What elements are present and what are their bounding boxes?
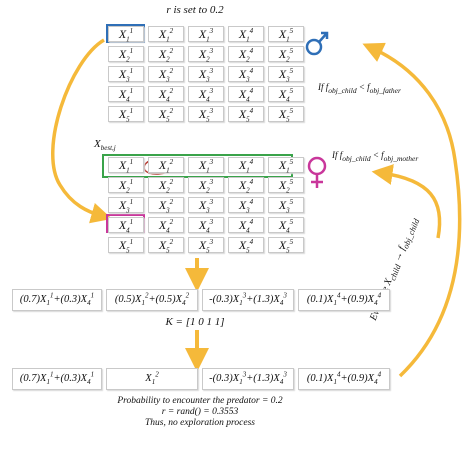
mother-matrix-cell: X53 <box>188 237 224 254</box>
father-matrix-cell: X45 <box>268 86 304 103</box>
father-matrix-cell: X55 <box>268 106 304 123</box>
k-label: K = [1 0 1 1] <box>165 316 225 328</box>
offspring-cell: (0.1)X14+(0.9)X44 <box>298 368 390 390</box>
x-best-label: Xbest,j <box>94 138 116 153</box>
mother-matrix-cell: X25 <box>268 177 304 194</box>
father-matrix-cell: X32 <box>148 66 184 83</box>
father-matrix-cell: X31 <box>108 66 144 83</box>
probability-text: Probability to encounter the predator = … <box>117 396 283 406</box>
crossover-cell: -(0.3)X13+(1.3)X43 <box>202 289 294 311</box>
offspring-cell: X12 <box>106 368 198 390</box>
father-matrix-cell: X21 <box>108 46 144 63</box>
father-matrix-cell: X24 <box>228 46 264 63</box>
father-matrix-cell: X53 <box>188 106 224 123</box>
father-to-mother-arrow <box>51 38 113 224</box>
father-matrix-cell: X12 <box>148 26 184 43</box>
top-label: r is set to 0.2 <box>166 4 224 16</box>
mother-matrix-cell: X34 <box>228 197 264 214</box>
offspring-cell: (0.7)X11+(0.3)X41 <box>12 368 102 390</box>
father-matrix-cell: X52 <box>148 106 184 123</box>
crossover-cell: (0.1)X14+(0.9)X44 <box>298 289 390 311</box>
mother-matrix-cell: X33 <box>188 197 224 214</box>
father-matrix-cell: X11 <box>108 26 144 43</box>
mother-matrix-cell: X45 <box>268 217 304 234</box>
mother-matrix-cell: X24 <box>228 177 264 194</box>
crossover-cell: (0.5)X12+(0.5)X42 <box>106 289 198 311</box>
father-matrix-cell: X33 <box>188 66 224 83</box>
mother-matrix-cell: X31 <box>108 197 144 214</box>
father-matrix-cell: X13 <box>188 26 224 43</box>
feedback-arrow-female <box>371 164 442 239</box>
mother-matrix-cell: X13 <box>188 157 224 174</box>
rand-text: r = rand() = 0.3553 <box>161 407 239 417</box>
father-condition: If fobj_child < fobj_father <box>318 82 401 95</box>
father-matrix-cell: X54 <box>228 106 264 123</box>
father-selected-highlight <box>106 24 145 43</box>
crossover-cell: (0.7)X11+(0.3)X41 <box>12 289 102 311</box>
mother-matrix-cell: X42 <box>148 217 184 234</box>
father-matrix-cell: X41 <box>108 86 144 103</box>
mother-matrix-cell: X15 <box>268 157 304 174</box>
mother-matrix-cell: X12 <box>148 157 184 174</box>
mother-matrix-cell: X41 <box>108 217 144 234</box>
mother-matrix-cell: X51 <box>108 237 144 254</box>
father-matrix-cell: X34 <box>228 66 264 83</box>
mother-matrix-cell: X43 <box>188 217 224 234</box>
father-matrix-cell: X43 <box>188 86 224 103</box>
mother-matrix-cell: X11 <box>108 157 144 174</box>
mother-matrix-cell: X52 <box>148 237 184 254</box>
mother-condition: If fobj_child < fobj_mother <box>332 150 419 163</box>
feedback-arrow-male <box>362 42 462 378</box>
mother-matrix-cell: X44 <box>228 217 264 234</box>
mother-matrix-cell: X32 <box>148 197 184 214</box>
female-symbol-icon <box>307 156 327 188</box>
mother-matrix-cell: X22 <box>148 177 184 194</box>
father-matrix-cell: X25 <box>268 46 304 63</box>
father-matrix-cell: X51 <box>108 106 144 123</box>
mother-matrix-cell: X55 <box>268 237 304 254</box>
conclusion-text: Thus, no exploration process <box>145 418 255 428</box>
father-matrix-cell: X42 <box>148 86 184 103</box>
mother-matrix-cell: X35 <box>268 197 304 214</box>
father-matrix-cell: X35 <box>268 66 304 83</box>
father-matrix-cell: X22 <box>148 46 184 63</box>
mother-matrix-cell: X14 <box>228 157 264 174</box>
father-matrix-cell: X15 <box>268 26 304 43</box>
male-symbol-icon <box>305 31 329 56</box>
mother-matrix-cell: X21 <box>108 177 144 194</box>
mother-matrix-cell: X23 <box>188 177 224 194</box>
offspring-cell: -(0.3)X13+(1.3)X43 <box>202 368 294 390</box>
father-matrix-cell: X44 <box>228 86 264 103</box>
mother-matrix-cell: X54 <box>228 237 264 254</box>
father-matrix-cell: X14 <box>228 26 264 43</box>
father-matrix-cell: X23 <box>188 46 224 63</box>
